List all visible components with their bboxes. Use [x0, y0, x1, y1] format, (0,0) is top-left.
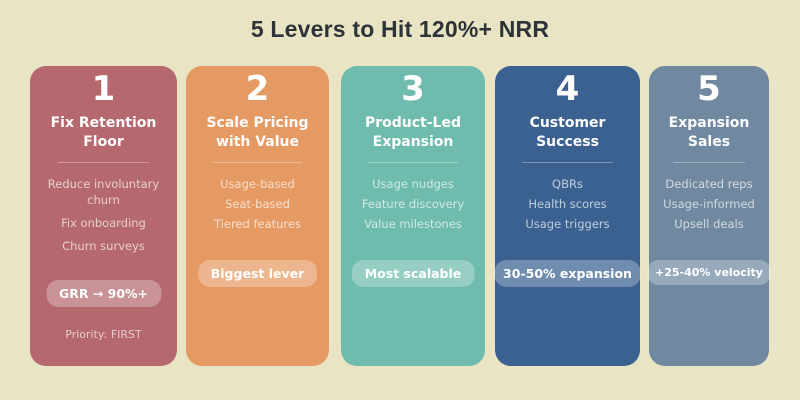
card-items: Dedicated reps Usage-informed Upsell dea…: [657, 176, 761, 232]
card-items: Reduce involuntary churn Fix onboarding …: [38, 176, 169, 254]
card-items: Usage-based Seat-based Tiered features: [194, 176, 321, 232]
divider: [368, 161, 458, 163]
card-number: 5: [697, 69, 721, 109]
card-item: Upsell deals: [674, 217, 744, 232]
card-item: Churn surveys: [62, 239, 145, 254]
card-number: 1: [91, 69, 116, 109]
card-expansion-sales: 5 Expansion Sales Dedicated reps Usage-i…: [647, 66, 771, 366]
page-title: 5 Levers to Hit 120%+ NRR: [250, 16, 550, 42]
card-product-led-expansion: 3 Product-Led Expansion Usage nudges Fea…: [341, 66, 485, 366]
card-badge: Biggest lever: [197, 260, 318, 287]
card-title: Scale Pricing with Value: [206, 115, 309, 150]
card-title: Expansion Sales: [668, 115, 750, 150]
divider: [672, 161, 746, 163]
card-badge: GRR → 90%+: [45, 280, 162, 307]
divider: [213, 161, 302, 163]
card-badge: +25-40% velocity: [647, 260, 771, 285]
card-number: 4: [555, 69, 580, 109]
card-scale-pricing: 2 Scale Pricing with Value Usage-based S…: [186, 66, 329, 366]
card-item: Dedicated reps: [665, 176, 753, 191]
card-title: Fix Retention Floor: [50, 115, 157, 150]
card-item: Usage-informed: [663, 196, 755, 211]
card-footer: Priority: FIRST: [65, 328, 142, 341]
divider: [522, 161, 613, 163]
card-title: Customer Success: [529, 115, 606, 150]
card-item: Seat-based: [225, 196, 290, 211]
card-item: Tiered features: [214, 217, 301, 232]
card-fix-retention-floor: 1 Fix Retention Floor Reduce involuntary…: [30, 66, 177, 366]
card-number: 2: [245, 69, 270, 109]
card-item: Reduce involuntary churn: [47, 176, 160, 207]
card-item: Fix onboarding: [61, 216, 146, 231]
card-item: Usage nudges: [372, 176, 454, 191]
card-item: Usage-based: [220, 176, 295, 191]
card-item: Health scores: [528, 196, 607, 211]
card-item: Feature discovery: [361, 196, 465, 211]
card-customer-success: 4 Customer Success QBRs Health scores Us…: [494, 66, 641, 366]
card-badge: 30-50% expansion: [494, 260, 641, 287]
cards-row: 1 Fix Retention Floor Reduce involuntary…: [0, 66, 800, 366]
card-item: Value milestones: [364, 217, 462, 232]
divider: [57, 161, 150, 163]
card-items: Usage nudges Feature discovery Value mil…: [349, 176, 477, 232]
card-item: QBRs: [552, 176, 583, 191]
card-title: Product-Led Expansion: [364, 115, 461, 150]
card-item: Usage triggers: [525, 217, 610, 232]
card-badge: Most scalable: [351, 260, 475, 287]
card-items: QBRs Health scores Usage triggers: [503, 176, 632, 232]
card-number: 3: [401, 69, 425, 109]
